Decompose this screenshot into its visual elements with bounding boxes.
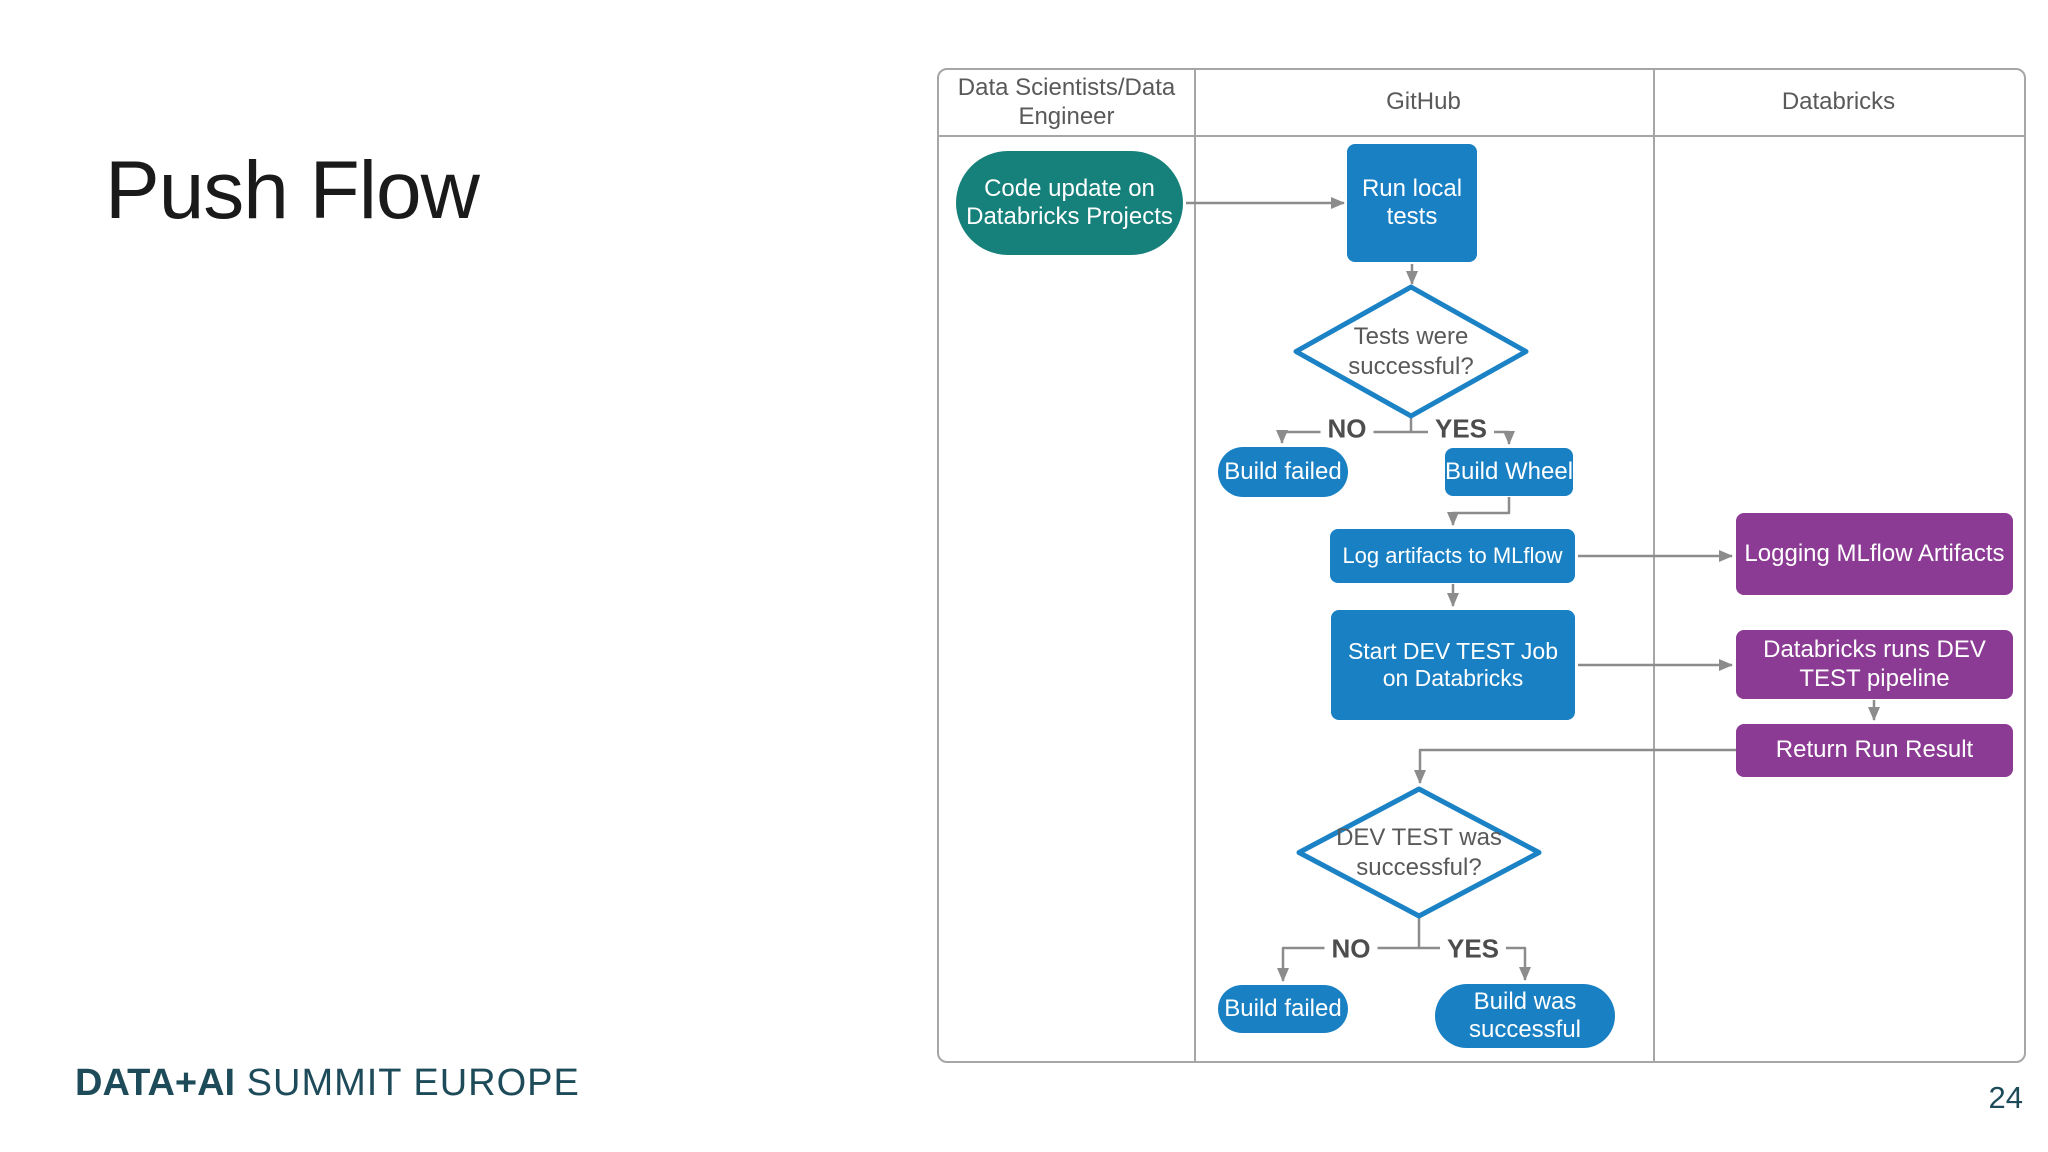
diamond-shape [1296, 786, 1542, 919]
node-build-wheel: Build Wheel [1445, 448, 1573, 496]
lane-header-data-scientists: Data Scientists/Data Engineer [957, 73, 1176, 130]
node-logging-mlflow: Logging MLflow Artifacts [1736, 513, 2013, 595]
node-build-failed-1: Build failed [1218, 447, 1348, 497]
page-title: Push Flow [105, 145, 480, 236]
branch-label-no-2: NO [1324, 932, 1378, 966]
node-return-run-result: Return Run Result [1736, 724, 2013, 777]
footer-brand-bold: DATA+AI [75, 1062, 236, 1104]
node-run-local-tests: Run local tests [1347, 144, 1477, 262]
branch-label-yes-1: YES [1427, 412, 1495, 446]
node-code-update: Code update on Databricks Projects [956, 151, 1183, 255]
node-build-was-successful: Build was successful [1435, 984, 1615, 1048]
branch-label-yes-2: YES [1439, 932, 1507, 966]
lane-header-databricks: Databricks [1781, 88, 1896, 116]
footer-brand-rest: SUMMIT EUROPE [235, 1062, 580, 1104]
lane-header-separator [939, 135, 2024, 137]
decision-tests-successful: Tests were successful? [1291, 282, 1531, 421]
node-build-failed-2: Build failed [1218, 985, 1348, 1033]
diamond-shape [1293, 284, 1529, 419]
lane-divider [1653, 70, 1655, 1061]
node-log-artifacts: Log artifacts to MLflow [1330, 529, 1575, 583]
decision-label: Tests were successful? [1348, 322, 1474, 380]
decision-label: DEV TEST was successful? [1336, 823, 1502, 881]
swimlane-table: Data Scientists/Data Engineer GitHub Dat… [937, 68, 2026, 1063]
branch-label-no-1: NO [1320, 412, 1374, 446]
lane-divider [1194, 70, 1196, 1061]
node-databricks-runs-pipeline: Databricks runs DEV TEST pipeline [1736, 630, 2013, 699]
lane-header-github: GitHub [1386, 88, 1461, 116]
footer-brand: DATA+AI SUMMIT EUROPE [75, 1062, 580, 1105]
node-start-dev-test-job: Start DEV TEST Job on Databricks [1331, 610, 1575, 720]
decision-dev-test-successful: DEV TEST was successful? [1294, 784, 1544, 921]
page-number: 24 [1988, 1080, 2023, 1115]
